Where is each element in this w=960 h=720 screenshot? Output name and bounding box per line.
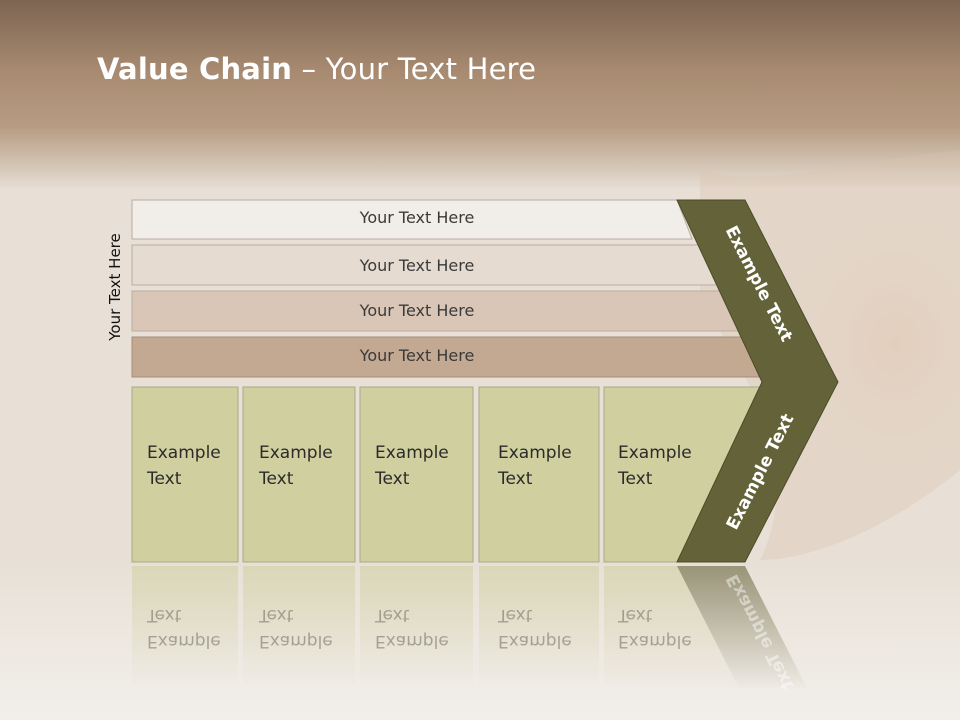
- column-2: [242, 386, 356, 563]
- column-3: [359, 386, 474, 563]
- column-4: [478, 386, 600, 563]
- value-chevron: [676, 199, 839, 563]
- bar-1: [131, 199, 693, 240]
- bar-2-label: Your Text Here: [359, 256, 475, 275]
- column-1: [131, 386, 239, 563]
- side-label: Your Text Here: [106, 233, 124, 341]
- bar-1-label: Your Text Here: [359, 208, 475, 227]
- bar-3-label: Your Text Here: [359, 301, 475, 320]
- bar-4-label: Your Text Here: [359, 346, 475, 365]
- slide-title: Value Chain – Your Text Here: [97, 52, 537, 86]
- header-band: [0, 0, 960, 128]
